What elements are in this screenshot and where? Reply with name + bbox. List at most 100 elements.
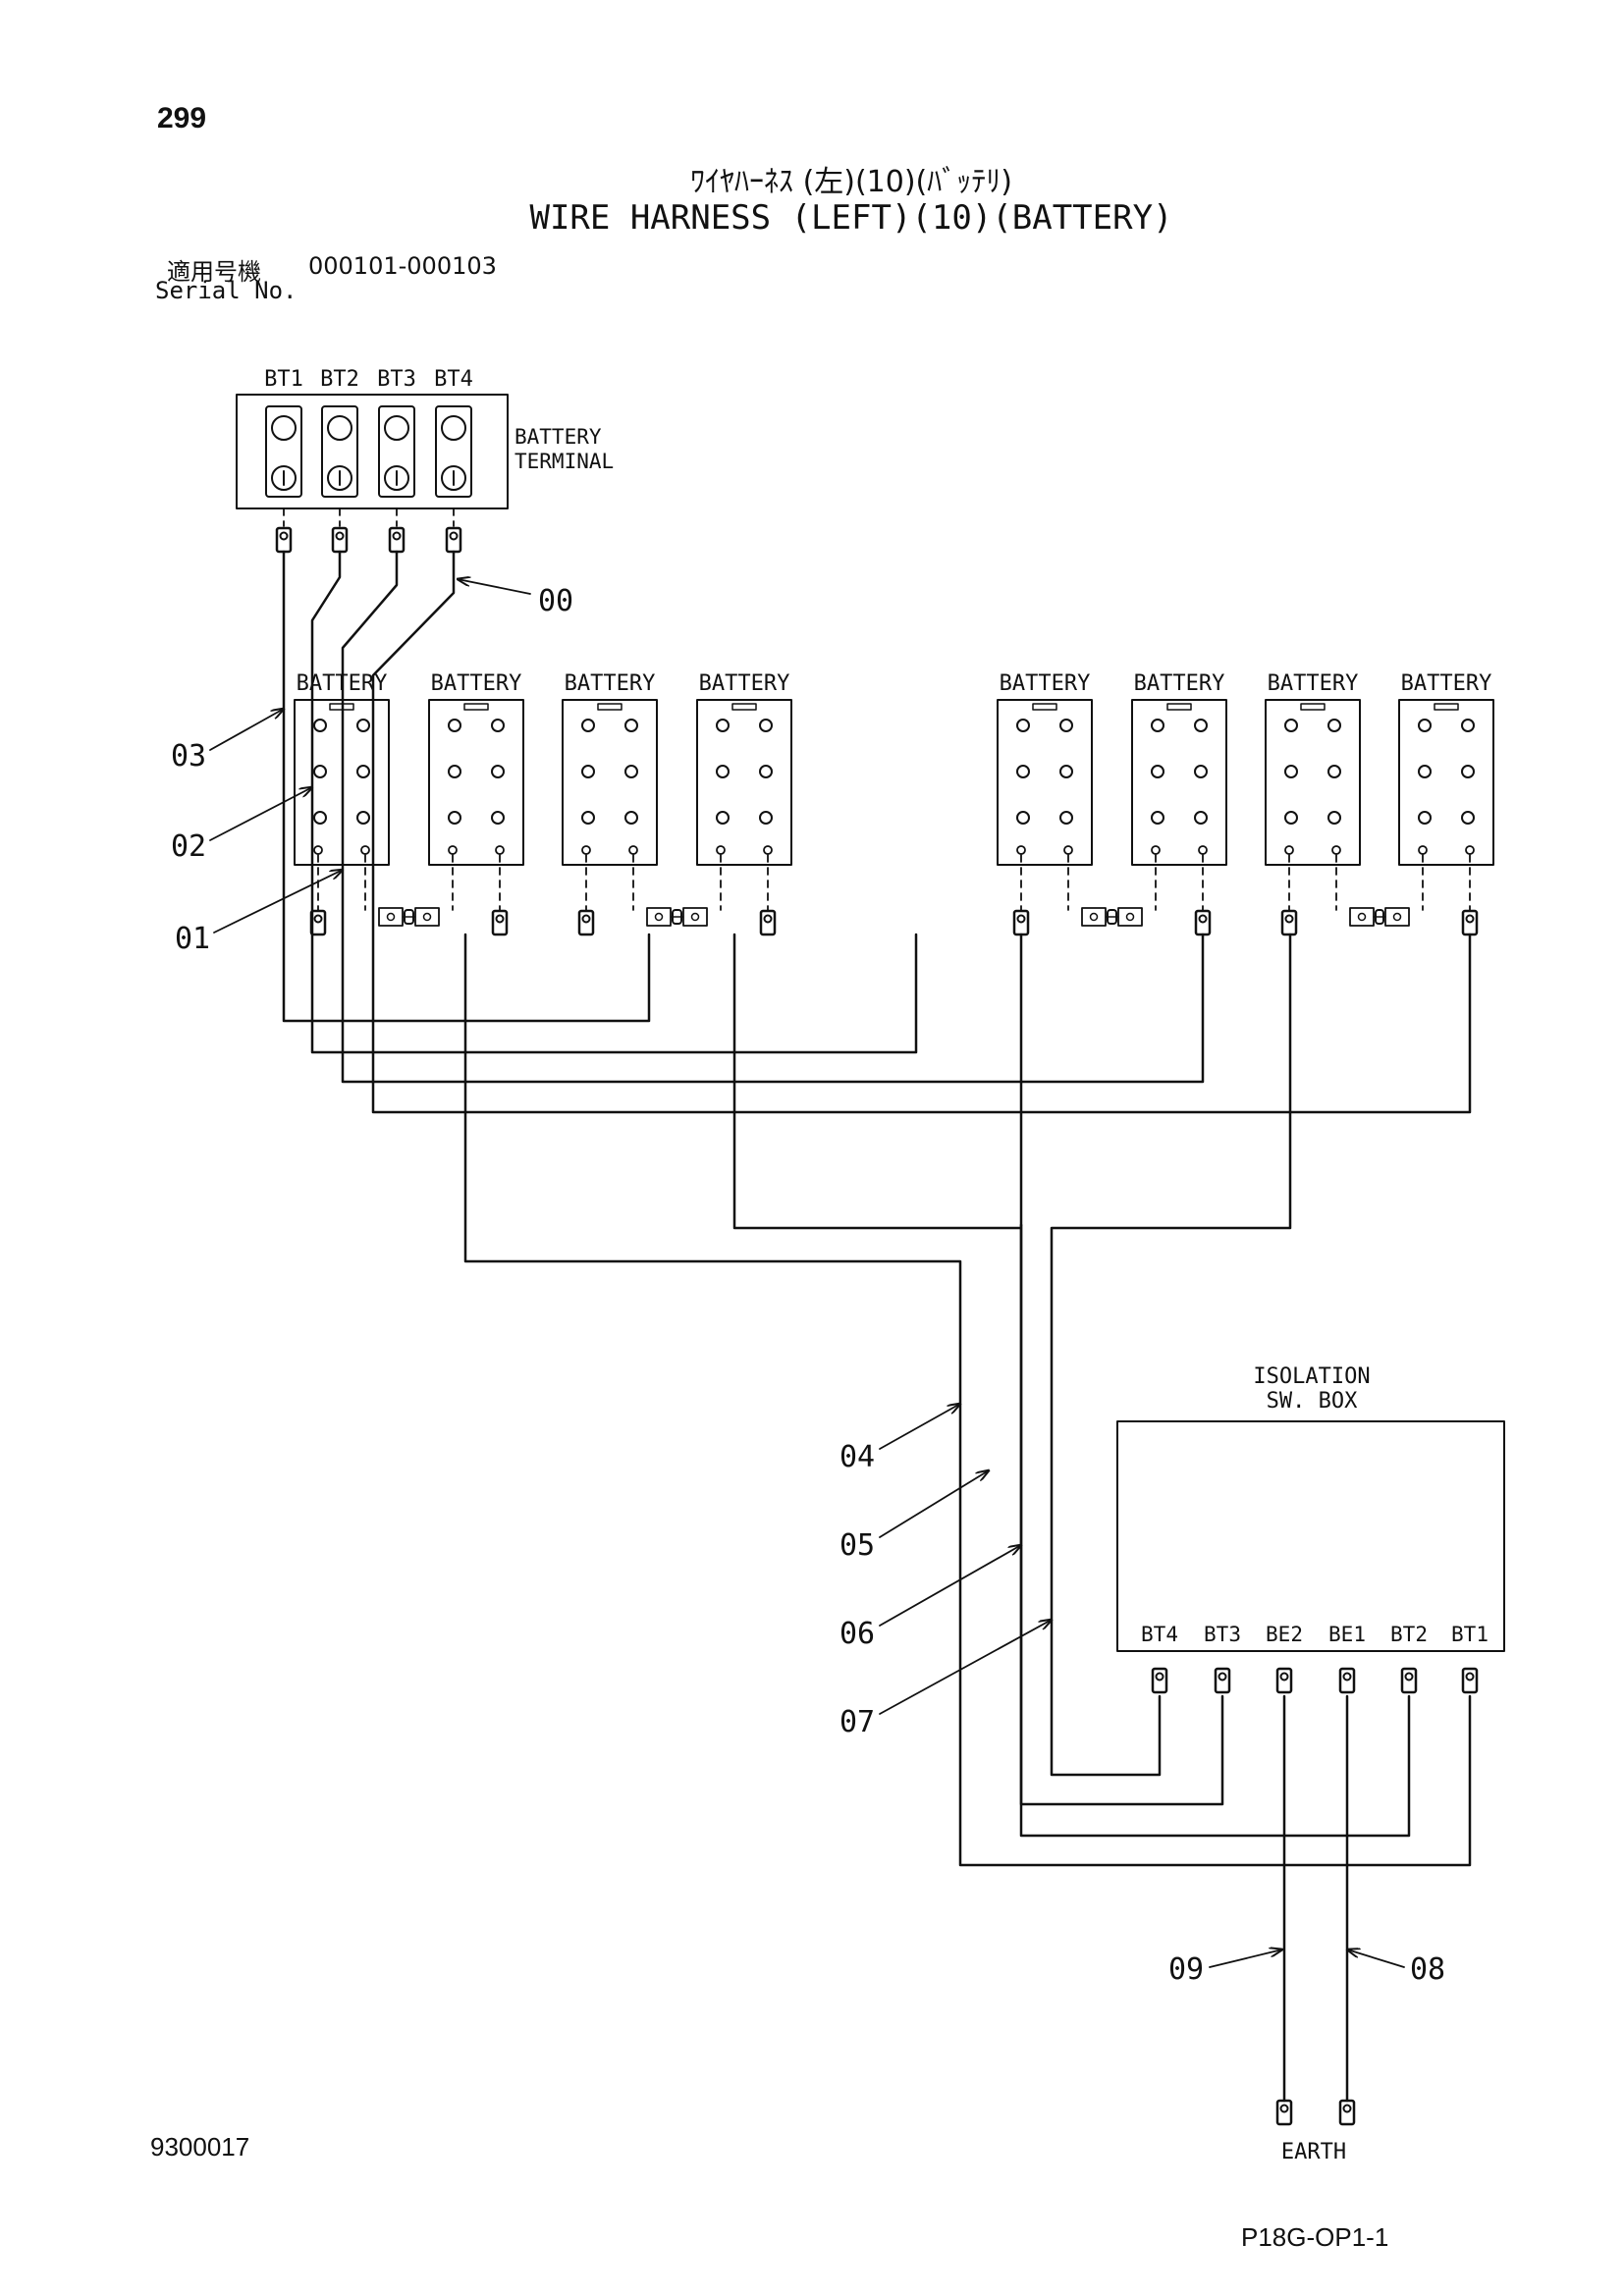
battery-jumper-link [1081,907,1143,927]
battery-label: BATTERY [565,671,656,696]
callout-09: 09 [1168,1952,1204,1987]
battery-cell-cap [581,811,595,825]
battery-post-positive [1331,845,1341,855]
serial-range: 000101-000103 [308,252,497,280]
battery-post-negative [1284,845,1294,855]
wire-00 [371,550,1472,1114]
battery-post-positive [1198,845,1208,855]
terminal-connector [445,526,462,554]
battery-cell-cap [759,719,773,732]
battery-cell-cap [356,765,370,778]
battery-connector [1012,909,1030,936]
callout-leader-01 [213,870,343,934]
battery-body [428,699,524,866]
terminal-connector [331,526,349,554]
battery-post-positive [628,845,638,855]
battery-cell-cap [1016,811,1030,825]
terminal-post-frame [435,405,472,498]
isolation-connector [1275,1667,1293,1694]
callout-00: 00 [538,584,573,618]
terminal-label-bt2: BT2 [320,367,359,392]
battery-label: BATTERY [1268,671,1359,696]
terminal-label-bt3: BT3 [377,367,416,392]
serial-label-english: Serial No. [155,277,298,304]
terminal-post-frame [265,405,302,498]
battery-cell-cap [624,811,638,825]
battery-cell-cap [1327,811,1341,825]
battery-cell-cap [313,765,327,778]
battery-cell-cap [1059,811,1073,825]
terminal-post-lower [327,465,352,491]
battery-cell-cap [1418,765,1432,778]
battery-label: BATTERY [1401,671,1492,696]
battery-connector [1194,909,1212,936]
isolation-box-label: SW. BOX [1267,1389,1358,1414]
wire-04 [463,933,1472,1867]
terminal-post-frame [378,405,415,498]
battery-cell-cap [581,765,595,778]
wire-02 [310,550,918,1054]
battery-cell-cap [1151,765,1164,778]
battery-jumper-link [1349,907,1410,927]
battery-body [997,699,1093,866]
battery-cell-cap [1284,811,1298,825]
battery-cell-cap [624,765,638,778]
callout-07: 07 [839,1705,875,1739]
battery-post-negative [448,845,458,855]
callout-06: 06 [839,1617,875,1651]
isolation-terminal-label-be2: BE2 [1266,1623,1303,1646]
isolation-terminal-label-bt3: BT3 [1204,1623,1241,1646]
battery-vent [463,703,489,711]
battery-cell-cap [624,719,638,732]
harness-wires [282,550,1472,1867]
battery-cell-cap [759,811,773,825]
terminal-box-outline [236,394,509,509]
battery-cell-cap [581,719,595,732]
battery-body [1398,699,1494,866]
isolation-terminal-label-be1: BE1 [1328,1623,1366,1646]
terminal-post-lower [441,465,466,491]
battery-label: BATTERY [431,671,522,696]
battery-cell-cap [491,811,505,825]
callout-08: 08 [1410,1952,1445,1987]
earth-connector [1275,2099,1293,2126]
battery-cell-cap [1151,719,1164,732]
battery-vent [731,703,757,711]
terminal-post-upper [384,415,409,441]
earth-connectors: EARTH [1275,1694,1356,2164]
battery-cell-cap [448,811,461,825]
battery-cell-cap [356,719,370,732]
terminal-post-lower [384,465,409,491]
battery-body [1131,699,1227,866]
callout-05: 05 [839,1528,875,1563]
title-japanese: ﾜｲﾔﾊｰﾈｽ (左)(10)(ﾊﾞｯﾃﾘ) [690,165,1012,199]
battery-post-positive [360,845,370,855]
battery-vent [1166,703,1192,711]
terminal-label-bt4: BT4 [434,367,473,392]
battery-label: BATTERY [1000,671,1091,696]
isolation-connector [1214,1667,1231,1694]
battery-cell-cap [1284,719,1298,732]
battery-label: BATTERY [1134,671,1225,696]
battery-post-positive [1465,845,1475,855]
battery-connector [491,909,509,936]
terminal-connector [275,526,293,554]
battery-cell-cap [448,765,461,778]
battery-post-positive [1063,845,1073,855]
wire-07 [1050,933,1292,1777]
callout-leader-02 [209,787,312,841]
battery-cell-cap [1016,765,1030,778]
callout-leader-06 [879,1545,1021,1627]
battery-cell-cap [1194,765,1208,778]
earth-label: EARTH [1281,2140,1346,2164]
battery-post-positive [495,845,505,855]
battery-cell-cap [1461,811,1475,825]
battery-connector [1280,909,1298,936]
isolation-connector [1461,1667,1479,1694]
battery-connector [577,909,595,936]
callout-leader-03 [209,709,284,751]
battery-cell-cap [1016,719,1030,732]
